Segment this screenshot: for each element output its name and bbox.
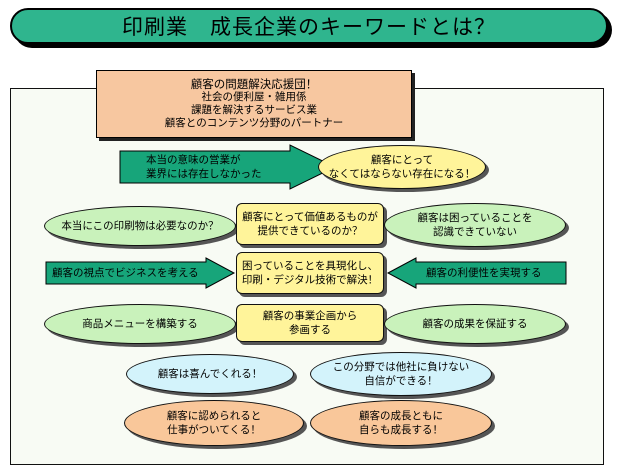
confidence-ellipse: この分野では他社に負けない 自信ができる！	[310, 352, 492, 396]
page-title: 印刷業 成長企業のキーワードとは？	[10, 8, 608, 44]
value-question-line-1: 顧客にとって価値あるものが	[242, 211, 378, 223]
growth-ellipse: 顧客の成長ともに 自らも成長する！	[310, 400, 492, 446]
top-arrow-line-1: 本当の意味の営業が	[146, 154, 241, 166]
mission-box: 顧客の問題解決応援団！ 社会の便利屋・雑用係 課題を解決するサービス業 顧客との…	[96, 70, 412, 138]
convenience-arrow: 顧客の利便性を実現する	[386, 257, 568, 289]
mission-line-1: 顧客の問題解決応援団！	[190, 77, 318, 91]
solution-line-1: 困っていることを具現化し、	[242, 260, 378, 272]
page-title-text: 印刷業 成長企業のキーワードとは？	[122, 15, 496, 39]
growth-line-2: 自らも成長する！	[359, 424, 443, 436]
menu-text: 商品メニューを構築する	[82, 318, 198, 330]
unaware-line-2: 認識できていない	[433, 226, 517, 238]
delight-ellipse: 顧客は喜んでくれる！	[126, 354, 294, 394]
recognition-ellipse: 顧客に認められると 仕事がついてくる！	[124, 400, 304, 446]
top-arrow: 本当の意味の営業が 業界には存在しなかった	[119, 144, 340, 190]
customer-view-text: 顧客の視点でビジネスを考える	[52, 267, 199, 279]
solution-box: 困っていることを具現化し、 印刷・デジタル技術で解決！	[236, 252, 384, 294]
value-question-line-2: 提供できているのか？	[257, 225, 363, 237]
customer-view-arrow-shape	[45, 257, 236, 289]
convenience-text: 顧客の利便性を実現する	[426, 267, 542, 279]
mission-line-4: 顧客とのコンテンツ分野のパートナー	[164, 117, 344, 129]
outcome-text: 顧客の成果を保証する	[422, 318, 528, 330]
value-question-box: 顧客にとって価値あるものが 提供できているのか？	[236, 203, 384, 245]
planning-box: 顧客の事業企画から 参画する	[236, 304, 384, 342]
customer-view-arrow: 顧客の視点でビジネスを考える	[45, 257, 236, 289]
delight-text: 顧客は喜んでくれる！	[157, 368, 263, 380]
mission-line-2: 社会の便利屋・雑用係	[201, 91, 307, 103]
mission-line-3: 課題を解決するサービス業	[191, 104, 317, 116]
planning-line-2: 参画する	[289, 324, 331, 336]
necessity-text: 本当にこの印刷物は必要なのか？	[61, 220, 219, 232]
recognition-line-1: 顧客に認められると	[166, 410, 262, 422]
necessity-ellipse: 本当にこの印刷物は必要なのか？	[44, 206, 236, 246]
unaware-ellipse: 顧客は困っていることを 認識できていない	[384, 203, 566, 247]
top-goal-line-2: なくてはならない存在になる！	[328, 168, 476, 180]
planning-line-1: 顧客の事業企画から	[262, 310, 358, 322]
top-goal-line-1: 顧客にとって	[370, 154, 434, 166]
top-arrow-shape	[119, 144, 337, 190]
confidence-line-1: この分野では他社に負けない	[332, 361, 470, 373]
unaware-line-1: 顧客は困っていることを	[417, 212, 533, 224]
outcome-ellipse: 顧客の成果を保証する	[384, 304, 566, 344]
top-goal-ellipse: 顧客にとって なくてはならない存在になる！	[318, 145, 486, 189]
confidence-line-2: 自信ができる！	[364, 375, 438, 387]
solution-line-2: 印刷・デジタル技術で解決！	[241, 274, 379, 286]
top-arrow-line-2: 業界には存在しなかった	[146, 168, 262, 180]
menu-ellipse: 商品メニューを構築する	[44, 304, 236, 344]
convenience-arrow-shape	[386, 257, 567, 289]
growth-line-1: 顧客の成長ともに	[359, 410, 443, 422]
recognition-line-2: 仕事がついてくる！	[167, 424, 261, 436]
